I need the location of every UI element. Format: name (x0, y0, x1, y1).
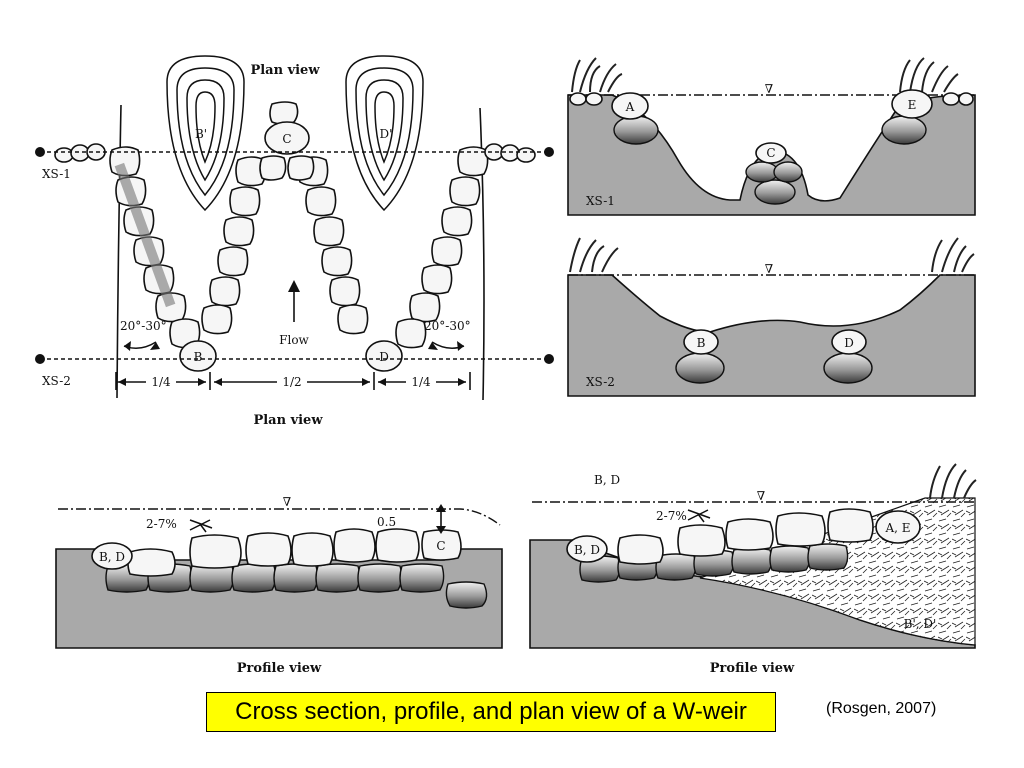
weir-left-inner-arm (201, 156, 267, 335)
profile-left-drop-label: 0.5 (377, 515, 396, 529)
profile-right-slope-icon (687, 509, 711, 523)
xs2-rock-d-label: D (844, 336, 854, 350)
profile-left-rock-bd-label: B, D (99, 550, 125, 564)
profile-right-grass-icon (929, 463, 977, 499)
profile-view-left: ∇ B, D C 2-7% 0.5 Profi (55, 495, 503, 676)
caption-box: Cross section, profile, and plan view of… (206, 692, 776, 732)
profile-left-upper-rocks (127, 528, 462, 577)
xs2-grass-left-icon (569, 237, 619, 273)
dim-label-left: 1/4 (151, 375, 171, 389)
xs1-grass-left-icon (571, 57, 623, 93)
plan-rock-c-label: C (282, 132, 291, 146)
xs1-rock-c-label: C (766, 146, 775, 160)
citation-text: (Rosgen, 2007) (826, 700, 937, 717)
xs1-water-symbol-icon: ∇ (765, 82, 773, 96)
plan-rock-d (365, 340, 403, 372)
plan-rock-c (264, 121, 310, 155)
drop-arrow-up-icon (436, 504, 446, 512)
xs2-rock-b (683, 329, 719, 355)
cross-section-xs1: ∇ A E C XS-1 (567, 57, 976, 216)
profile-right-upper-rocks (617, 508, 874, 565)
plan-xs2-label: XS-2 (42, 374, 71, 388)
profile-left-rock-c-label: C (436, 539, 445, 553)
w-weir-diagram: Plan view B' D' (35, 55, 977, 676)
xs1-rock-c (755, 142, 787, 164)
profile-right-water-symbol-icon: ∇ (757, 489, 765, 503)
profile-left-slope-label: 2-7% (146, 517, 177, 531)
plan-view: Plan view B' D' (35, 55, 554, 428)
xs1-grass-right-icon (899, 57, 959, 93)
eddy-label-b: B' (195, 127, 207, 141)
xs1-rock-a (611, 92, 649, 120)
profile-right-rock-bd (566, 535, 608, 563)
profile-left-title: Profile view (237, 661, 322, 676)
plan-rock-b-label: B (194, 350, 203, 364)
eddy-contours-b (166, 55, 245, 212)
profile-left-slope-icon (189, 519, 213, 533)
cross-section-xs2: ∇ B D XS-2 (567, 237, 976, 397)
profile-view-right: ∇ B, D A, E B, D 2-7% B', D' Profile vie (529, 463, 977, 676)
profile-left-water-symbol-icon: ∇ (283, 495, 291, 509)
caption-text: Cross section, profile, and plan view of… (235, 698, 747, 725)
right-bank-line (479, 107, 485, 401)
plan-xs1-label: XS-1 (42, 167, 71, 181)
plan-rock-d-label: D (379, 350, 389, 364)
profile-left-rock-bd (91, 542, 133, 570)
xs2-rock-b-label: B (697, 336, 706, 350)
xs2-section-label: XS-2 (586, 375, 615, 389)
weir-left-outer-arm (109, 146, 201, 349)
profile-right-rock-ae (875, 510, 921, 544)
profile-right-rock-ae-label: A, E (884, 521, 910, 535)
profile-left-lower-rocks (105, 563, 488, 609)
profile-right-scour-label: B', D' (904, 617, 937, 631)
xs2-rock-d (831, 329, 867, 355)
profile-right-slope-label: 2-7% (656, 509, 687, 523)
plan-rock-b (179, 340, 217, 372)
weir-right-inner-arm (297, 156, 369, 335)
profile-right-title: Profile view (710, 661, 795, 676)
bank-rocks-left (54, 143, 106, 163)
flow-label: Flow (279, 333, 309, 347)
flow-arrow-icon (288, 280, 300, 292)
xs1-section-label: XS-1 (586, 194, 615, 208)
profile-right-top-label: B, D (594, 473, 620, 487)
weir-right-outer-arm (395, 146, 489, 349)
xs2-grass-right-icon (931, 237, 975, 273)
xs1-rock-e (891, 89, 933, 119)
xs2-water-symbol-icon: ∇ (765, 262, 773, 276)
plan-view-title-bottom: Plan view (253, 413, 323, 428)
plan-view-title-top: Plan view (250, 63, 320, 78)
dim-label-mid: 1/2 (282, 375, 301, 389)
dim-label-right: 1/4 (411, 375, 431, 389)
xs1-rock-e-label: E (908, 98, 917, 112)
drop-arrow-down-icon (436, 526, 446, 534)
profile-right-rock-bd-label: B, D (574, 543, 600, 557)
profile-right-lower-rocks (579, 543, 849, 583)
angle-label-left: 20°-30° (120, 319, 167, 333)
angle-label-right: 20°-30° (424, 319, 471, 333)
eddy-contours-d (345, 55, 424, 212)
eddy-label-d: D' (380, 127, 393, 141)
bank-rocks-right (484, 143, 536, 163)
xs1-rock-a-label: A (625, 100, 635, 114)
